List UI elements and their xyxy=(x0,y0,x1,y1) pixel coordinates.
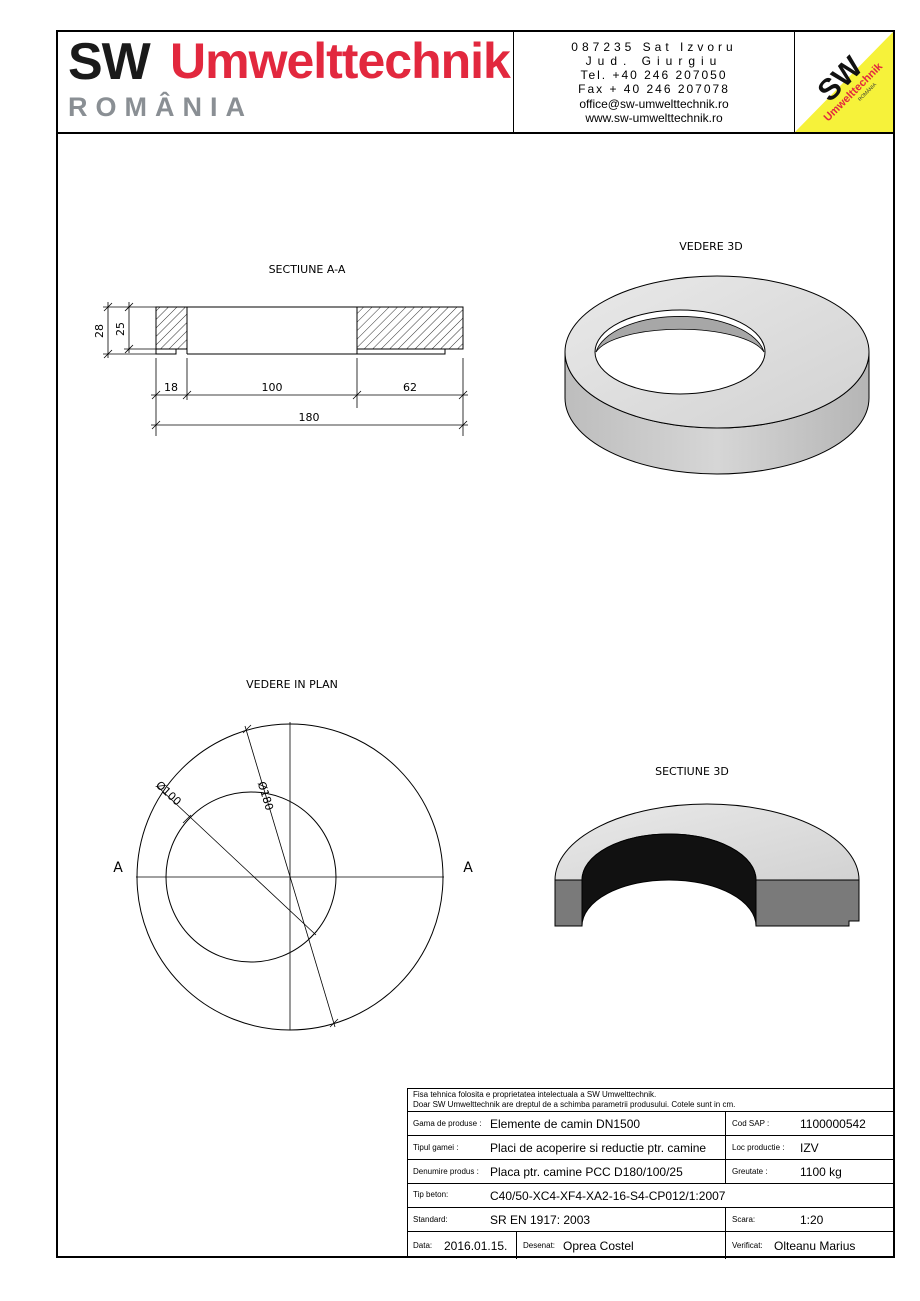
section-right-wall xyxy=(356,306,464,350)
tb-row-gama: Gama de produse : Elemente de camin DN15… xyxy=(408,1112,894,1136)
verificat-value: Olteanu Marius xyxy=(774,1239,856,1253)
desenat-label: Desenat: xyxy=(523,1241,556,1250)
contact-county: Jud. Giurgiu xyxy=(585,54,723,68)
tb-note-1: Fisa tehnica folosita e proprietatea int… xyxy=(413,1090,657,1099)
verificat-label: Verificat: xyxy=(732,1241,763,1250)
section-3d-cut-left xyxy=(554,879,583,927)
gama-value: Elemente de camin DN1500 xyxy=(490,1117,641,1131)
section-left-wall xyxy=(155,306,188,350)
section-3d-cut-right xyxy=(755,879,860,927)
cod-value: 1100000542 xyxy=(800,1117,866,1131)
data-value: 2016.01.15. xyxy=(444,1239,508,1253)
header: SW Umwelttechnik ROMÂNIA 087235 Sat Izvo… xyxy=(58,32,893,134)
contact-website[interactable]: www.sw-umwelttechnik.ro xyxy=(585,111,723,125)
dia-outer-label: Ø180 xyxy=(255,780,276,812)
tb-row-standard: Standard: SR EN 1917: 2003 Scara: 1:20 xyxy=(408,1208,894,1232)
tb-row-tip-gamei: Tipul gamei : Placi de acoperire si redu… xyxy=(408,1136,894,1160)
section-3d-title: SECTIUNE 3D xyxy=(655,765,729,778)
gama-label: Gama de produse : xyxy=(413,1119,482,1128)
standard-label: Standard: xyxy=(413,1215,448,1224)
tip-gamei-value: Placi de acoperire si reductie ptr. cami… xyxy=(490,1141,707,1155)
scara-value: 1:20 xyxy=(800,1213,824,1227)
denumire-value: Placa ptr. camine PCC D180/100/25 xyxy=(490,1165,683,1179)
tb-note-row: Fisa tehnica folosita e proprietatea int… xyxy=(408,1089,894,1112)
dia-inner-line xyxy=(157,786,317,936)
tb-row-signatures: Data: 2016.01.15. Desenat: Oprea Costel … xyxy=(408,1232,894,1259)
dim-left: 18 xyxy=(164,381,178,394)
greutate-label: Greutate : xyxy=(732,1167,768,1176)
loc-value: IZV xyxy=(800,1141,819,1155)
title-block: Fisa tehnica folosita e proprietatea int… xyxy=(407,1088,895,1259)
section-aa-title: SECTIUNE A-A xyxy=(269,263,346,276)
company-logo: SW Umwelttechnik ROMÂNIA xyxy=(58,32,514,132)
cod-label: Cod SAP : xyxy=(732,1119,770,1128)
tb-note-2: Doar SW Umwelttechnik are dreptul de a s… xyxy=(413,1100,736,1109)
cut-label-right: A xyxy=(463,860,473,876)
badge-logo: SW Umwelttechnik ROMÂNIA xyxy=(795,32,893,132)
desenat-value: Oprea Costel xyxy=(563,1239,634,1253)
section-aa-view: SECTIUNE A-A 28 25 18 10 xyxy=(93,263,468,436)
beton-value: C40/50-XC4-XF4-XA2-16-S4-CP012/1:2007 xyxy=(490,1189,726,1203)
greutate-value: 1100 kg xyxy=(800,1165,842,1179)
contact-fax: Fax + 40 246 207078 xyxy=(578,82,730,96)
contact-address: 087235 Sat Izvoru xyxy=(571,40,737,54)
tb-row-beton: Tip beton: C40/50-XC4-XF4-XA2-16-S4-CP01… xyxy=(408,1184,894,1208)
dim-total: 180 xyxy=(299,411,320,424)
dim-inner-height: 25 xyxy=(114,322,127,336)
contact-info: 087235 Sat Izvoru Jud. Giurgiu Tel. +40 … xyxy=(514,32,795,132)
dia-outer-line xyxy=(244,725,336,1028)
plan-view-title: VEDERE IN PLAN xyxy=(246,678,338,691)
standard-value: SR EN 1917: 2003 xyxy=(490,1213,591,1227)
section-3d-hole-wall xyxy=(581,833,757,927)
contact-phone: Tel. +40 246 207050 xyxy=(580,68,728,82)
contact-email[interactable]: office@sw-umwelttechnik.ro xyxy=(579,97,729,111)
section-3d-view: SECTIUNE 3D xyxy=(554,765,860,927)
data-label: Data: xyxy=(413,1241,433,1250)
scara-label: Scara: xyxy=(732,1215,756,1224)
dim-middle: 100 xyxy=(262,381,283,394)
view-3d: VEDERE 3D xyxy=(564,240,870,475)
badge-yellow-triangle xyxy=(795,32,893,132)
cut-label-left: A xyxy=(113,860,123,876)
brand-sw: SW xyxy=(68,33,151,91)
ring-hole-inner-wall xyxy=(595,316,765,353)
denumire-label: Denumire produs : xyxy=(413,1167,479,1176)
beton-label: Tip beton: xyxy=(413,1190,449,1199)
tip-gamei-label: Tipul gamei : xyxy=(413,1143,459,1152)
drawing-sheet: SW Umwelttechnik ROMÂNIA 087235 Sat Izvo… xyxy=(56,30,895,1258)
brand-name: Umwelttechnik xyxy=(170,33,511,89)
dim-right: 62 xyxy=(403,381,417,394)
tb-row-denumire: Denumire produs : Placa ptr. camine PCC … xyxy=(408,1160,894,1184)
brand-country: ROMÂNIA xyxy=(68,92,253,122)
loc-label: Loc productie : xyxy=(732,1143,785,1152)
badge-logo-graphic: SW Umwelttechnik ROMÂNIA xyxy=(795,32,893,132)
plan-view: VEDERE IN PLAN Ø100 Ø180 A A xyxy=(113,678,473,1031)
dim-outer-height: 28 xyxy=(93,324,106,338)
dia-inner-label: Ø100 xyxy=(153,779,184,809)
view-3d-title: VEDERE 3D xyxy=(679,240,742,253)
